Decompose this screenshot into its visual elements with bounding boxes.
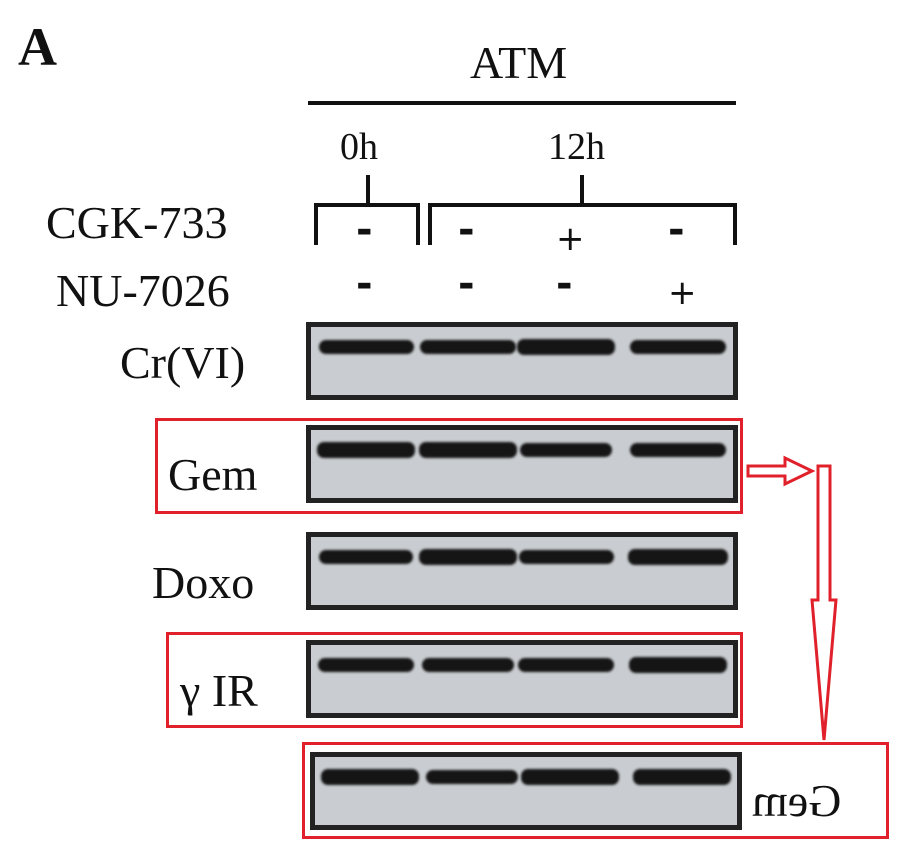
treatment-sign: + [668, 273, 697, 313]
protein-band [419, 339, 517, 355]
protein-band [419, 549, 517, 565]
protein-band [518, 549, 614, 565]
arrow-icon [746, 455, 838, 741]
highlight-box-gamma-ir [166, 632, 743, 728]
protein-band [629, 339, 727, 355]
protein-band [521, 769, 619, 785]
mirrored-row-label: Gem [752, 775, 842, 826]
protein-band [425, 770, 519, 784]
protein-title: ATM [470, 37, 568, 88]
protein-band [517, 339, 615, 355]
protein-band [629, 442, 727, 458]
row-label: γ IR [180, 665, 258, 716]
protein-band [519, 443, 613, 457]
protein-band [628, 549, 728, 565]
row-label: Doxo [152, 557, 255, 608]
treatment-sign: - [356, 207, 373, 253]
blot-panel [306, 425, 738, 503]
treatment-label-cgk: CGK-733 [46, 197, 228, 248]
timepoint-12h: 12h [548, 126, 605, 168]
title-underline [308, 101, 736, 105]
highlight-box-gem [155, 418, 743, 514]
treatment-sign: + [556, 219, 585, 259]
treatment-sign: - [458, 207, 475, 253]
protein-band [321, 769, 419, 785]
blot-panel [306, 532, 738, 610]
blot-panel [306, 640, 738, 718]
protein-band [317, 442, 415, 458]
protein-band [632, 769, 732, 785]
protein-band [419, 442, 517, 458]
protein-band [317, 657, 415, 673]
row-label: Cr(VI) [120, 337, 246, 388]
treatment-label-nu: NU-7026 [56, 265, 230, 316]
blot-panel [306, 322, 738, 400]
protein-band [319, 549, 413, 565]
mirrored-blot-panel [310, 752, 742, 830]
protein-band [517, 657, 615, 673]
protein-band [318, 339, 414, 355]
treatment-sign: - [458, 261, 475, 307]
treatment-sign: - [356, 261, 373, 307]
treatment-sign: - [668, 207, 685, 253]
protein-band [421, 658, 515, 672]
protein-band [629, 657, 727, 673]
treatment-sign: - [556, 261, 573, 307]
row-label: Gem [168, 449, 258, 500]
highlight-box-mirrored [302, 742, 889, 839]
panel-letter: A [18, 17, 57, 77]
timepoint-0h: 0h [340, 126, 378, 168]
